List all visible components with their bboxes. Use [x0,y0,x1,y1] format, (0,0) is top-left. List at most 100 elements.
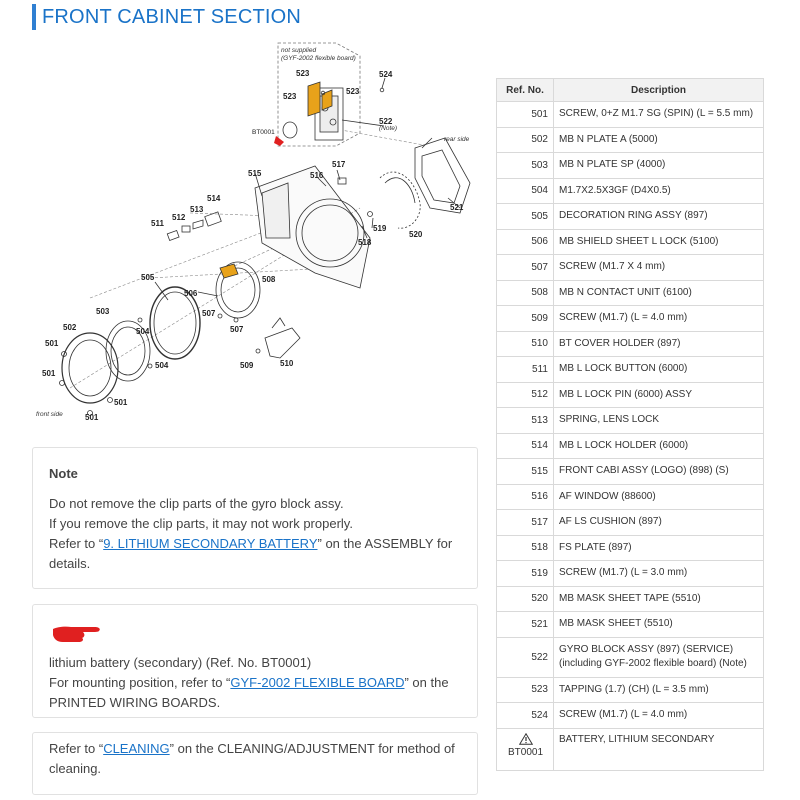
ref-cell: 516 [496,483,554,510]
not-supplied-detail: (GYF-2002 flexible board) [281,55,356,62]
desc-cell: MB N PLATE SP (4000) [553,152,764,179]
callout-503: 503 [96,307,110,316]
callout-502: 502 [63,323,77,332]
callout-519: 519 [373,224,387,233]
callout-517: 517 [332,160,346,169]
ref-cell: 508 [496,279,554,306]
ref-cell: 503 [496,152,554,179]
front-side-label: front side [36,411,63,418]
callout-523-a: 523 [296,69,310,78]
callout-514: 514 [207,194,221,203]
callout-520: 520 [409,230,423,239]
desc-cell: FS PLATE (897) [553,534,764,561]
note-label: (Note) [379,125,397,132]
callout-507-a: 507 [202,309,216,318]
desc-cell: MB MASK SHEET (5510) [553,611,764,638]
ref-cell: BT0001 [496,727,554,771]
desc-cell: MB L LOCK HOLDER (6000) [553,432,764,459]
page-title: FRONT CABINET SECTION [32,4,301,30]
desc-cell: AF WINDOW (88600) [553,483,764,510]
callout-521: 521 [450,203,464,212]
callout-501-a: 501 [45,339,59,348]
battery-line-1: lithium battery (secondary) (Ref. No. BT… [49,655,312,670]
callout-523-b: 523 [283,92,297,101]
cleaning-box: Refer to “CLEANING” on the CLEANING/ADJU… [32,732,478,795]
callout-501-c: 501 [114,398,128,407]
note-heading: Note [49,466,78,481]
ref-cell: 523 [496,676,554,703]
desc-cell: MB MASK SHEET TAPE (5510) [553,585,764,612]
ref-cell: 510 [496,330,554,357]
table-header-row: Ref. No. Description [496,78,764,102]
callout-507-b: 507 [230,325,244,334]
lithium-battery-link[interactable]: 9. LITHIUM SECONDARY BATTERY [103,536,318,551]
table-row: 524 SCREW (M1.7) (L = 4.0 mm) [496,702,764,729]
description-header: Description [553,78,764,102]
desc-cell: SCREW (M1.7) (L = 4.0 mm) [553,305,764,332]
ref-cell: 522 [496,636,554,678]
ref-cell: 515 [496,458,554,485]
callout-516: 516 [310,171,324,180]
warning-triangle-icon [518,732,533,745]
table-row: BT0001 BATTERY, LITHIUM SECONDARY [496,727,764,771]
ref-cell: 517 [496,509,554,536]
callout-512: 512 [172,213,186,222]
callout-513: 513 [190,205,204,214]
ref-cell: 518 [496,534,554,561]
callout-511: 511 [151,219,164,228]
ref-cell: 501 [496,101,554,128]
desc-cell: TAPPING (1.7) (CH) (L = 3.5 mm) [553,676,764,703]
callout-522: 522 [379,117,393,126]
ref-no-header: Ref. No. [496,78,554,102]
desc-cell: GYRO BLOCK ASSY (897) (SERVICE)(includin… [553,636,764,678]
ref-cell: 505 [496,203,554,230]
desc-cell: MB N PLATE A (5000) [553,126,764,153]
callout-505: 505 [141,273,155,282]
note-refer-text: Refer to “9. LITHIUM SECONDARY BATTERY” … [49,536,453,571]
ref-cell: 512 [496,381,554,408]
ref-cell: 520 [496,585,554,612]
callout-524: 524 [379,70,393,79]
gyf-2002-link[interactable]: GYF-2002 FLEXIBLE BOARD [230,675,405,690]
callout-510: 510 [280,359,294,368]
callout-508: 508 [262,275,276,284]
exploded-diagram: not supplied (GYF-2002 flexible board) (… [30,38,490,433]
desc-cell: MB N CONTACT UNIT (6100) [553,279,764,306]
pointing-hand-icon [53,626,100,642]
note-box: Note Do not remove the clip parts of the… [32,447,478,589]
ref-cell: 502 [496,126,554,153]
cleaning-link[interactable]: CLEANING [103,741,170,756]
rear-side-label: rear side [444,136,470,143]
desc-cell: SCREW, 0+Z M1.7 SG (SPIN) (L = 5.5 mm) [553,101,764,128]
note-line-1: Do not remove the clip parts of the gyro… [49,496,344,511]
callout-515: 515 [248,169,262,178]
ref-cell: 506 [496,228,554,255]
callout-bt0001: BT0001 [252,129,275,136]
desc-cell: MB SHIELD SHEET L LOCK (5100) [553,228,764,255]
callout-506: 506 [184,289,198,298]
desc-cell: MB L LOCK BUTTON (6000) [553,356,764,383]
note-line-2: If you remove the clip parts, it may not… [49,516,353,531]
ref-cell: 509 [496,305,554,332]
callout-501-b: 501 [42,369,56,378]
callout-509: 509 [240,361,254,370]
desc-cell: MB L LOCK PIN (6000) ASSY [553,381,764,408]
ref-cell: 521 [496,611,554,638]
